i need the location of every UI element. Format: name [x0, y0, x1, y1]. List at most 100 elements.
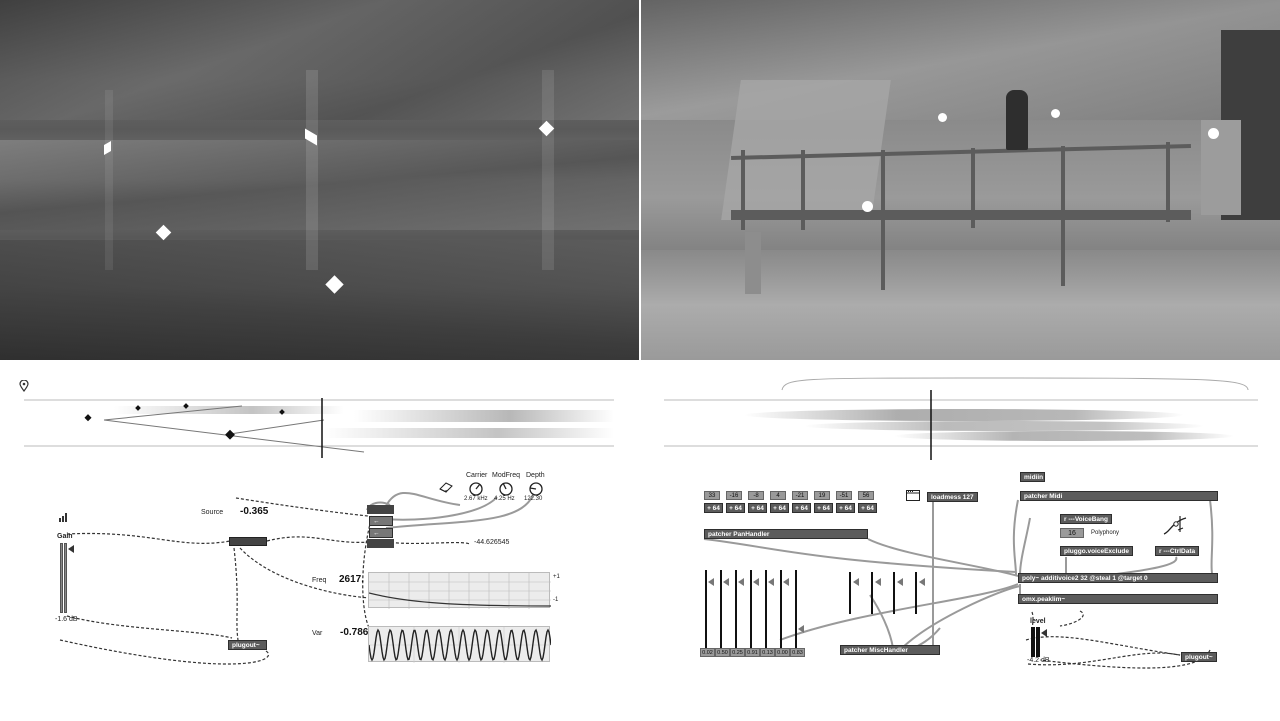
source-label: Source — [201, 509, 224, 516]
slider-value-4[interactable]: 0.91 — [745, 648, 760, 657]
knob-carrier-label: Carrier — [466, 472, 488, 479]
operator-object-1[interactable] — [367, 505, 394, 514]
slider-value-7[interactable]: 0.83 — [790, 648, 805, 657]
knob-depth-value: 122.30 — [524, 496, 543, 502]
misc-slider-1[interactable] — [849, 572, 851, 614]
gain-meter-left[interactable] — [60, 543, 63, 613]
level-slider-handle[interactable] — [1041, 629, 1047, 637]
patcher-midi-object[interactable]: patcher Midi — [1020, 491, 1218, 501]
partial-slider-1[interactable] — [705, 570, 707, 648]
light-marker — [1208, 128, 1219, 139]
offset-number-4[interactable]: 4 — [770, 491, 786, 500]
slider-handle[interactable] — [753, 578, 759, 586]
light-marker — [862, 201, 873, 212]
waveform-scope[interactable] — [368, 626, 551, 663]
misc-handler-object[interactable]: patcher MiscHandler — [840, 645, 940, 655]
offset-number-8[interactable]: 56 — [858, 491, 874, 500]
left-timeline[interactable] — [24, 398, 614, 460]
operator-object-2[interactable]: ← — [369, 516, 393, 526]
level-meter-left[interactable] — [1031, 627, 1035, 657]
operator-object-4[interactable] — [367, 539, 394, 548]
midiin-object[interactable]: midiin — [1020, 472, 1045, 482]
gain-db-value: -1.6 dB — [55, 616, 78, 623]
offset-number-3[interactable]: -8 — [748, 491, 764, 500]
slider-value-1[interactable]: 0.02 — [700, 648, 715, 657]
slider-handle[interactable] — [875, 578, 881, 586]
add-object-4[interactable]: + 64 — [770, 503, 789, 513]
add-object-1[interactable]: + 64 — [704, 503, 723, 513]
voicebang-receive-object[interactable]: r ---VoiceBang — [1060, 514, 1112, 524]
poly-object[interactable]: poly~ additivoice2 32 @steal 1 @target 0 — [1018, 573, 1218, 583]
slider-value-6[interactable]: 0.00 — [775, 648, 790, 657]
misc-slider-2[interactable] — [871, 572, 873, 614]
offset-number-7[interactable]: -51 — [836, 491, 852, 500]
add-object-3[interactable]: + 64 — [748, 503, 767, 513]
offset-number-2[interactable]: -16 — [726, 491, 742, 500]
left-plugout-object[interactable]: plugout~ — [228, 640, 267, 650]
slider-value-3[interactable]: 0.25 — [730, 648, 745, 657]
polyphony-label: Polyphony — [1091, 530, 1120, 536]
peaklim-object[interactable]: omx.peaklim~ — [1018, 594, 1218, 604]
slider-handle[interactable] — [783, 578, 789, 586]
slider-handle[interactable] — [897, 578, 903, 586]
photo-rock-landscape — [0, 0, 639, 360]
window-icon[interactable] — [906, 490, 920, 501]
partial-slider-5[interactable] — [765, 570, 767, 648]
add-object-5[interactable]: + 64 — [792, 503, 811, 513]
gain-slider-handle[interactable] — [68, 545, 74, 553]
misc-sliders — [845, 572, 935, 622]
right-timeline[interactable] — [664, 374, 1258, 462]
knob-modfreq[interactable]: ModFreq 4.25 Hz — [492, 472, 520, 504]
add-object-7[interactable]: + 64 — [836, 503, 855, 513]
partial-slider-4[interactable] — [750, 570, 752, 648]
slider-handle[interactable] — [768, 578, 774, 586]
knob-depth[interactable]: Depth 122.30 — [522, 472, 550, 504]
slider-handle[interactable] — [798, 625, 804, 633]
level-meter-right[interactable] — [1036, 627, 1040, 657]
offset-number-5[interactable]: -21 — [792, 491, 808, 500]
light-marker — [1051, 109, 1060, 118]
offset-numbers: 33 -16 -8 4 -21 19 -51 56 + 64 + 64 + 64… — [704, 491, 877, 517]
curve-editor-icon[interactable] — [1162, 514, 1188, 536]
frequency-plot[interactable] — [368, 572, 551, 609]
ctrldata-receive-object[interactable]: r ---CtrlData — [1155, 546, 1199, 556]
eraser-icon[interactable] — [438, 481, 454, 493]
gain-object[interactable] — [229, 537, 267, 546]
knob-carrier-value: 2.67 kHz — [464, 496, 488, 502]
knob-carrier[interactable]: Carrier 2.67 kHz — [462, 472, 490, 504]
add-object-2[interactable]: + 64 — [726, 503, 745, 513]
freq-label: Freq — [312, 577, 327, 584]
partial-slider-6[interactable] — [780, 570, 782, 648]
misc-slider-3[interactable] — [893, 572, 895, 614]
offset-number-6[interactable]: 19 — [814, 491, 830, 500]
partial-slider-2[interactable] — [720, 570, 722, 648]
slider-handle[interactable] — [708, 578, 714, 586]
slider-handle[interactable] — [853, 578, 859, 586]
level-label: level — [1030, 618, 1046, 625]
slider-value-2[interactable]: 0.50 — [715, 648, 730, 657]
location-pin-icon[interactable] — [19, 380, 29, 392]
loadmess-object[interactable]: loadmess 127 — [927, 492, 978, 502]
slider-handle[interactable] — [919, 578, 925, 586]
partial-slider-7[interactable] — [795, 570, 797, 648]
partial-slider-3[interactable] — [735, 570, 737, 648]
offset-number-1[interactable]: 33 — [704, 491, 720, 500]
level-db-value: -4.2 dB — [1027, 657, 1050, 664]
right-plugout-object[interactable]: plugout~ — [1181, 652, 1217, 662]
add-object-6[interactable]: + 64 — [814, 503, 833, 513]
pan-handler-object[interactable]: patcher PanHandler — [704, 529, 868, 539]
freq-value[interactable]: 2617. — [339, 574, 365, 585]
slider-value-5[interactable]: 0.13 — [760, 648, 775, 657]
add-object-8[interactable]: + 64 — [858, 503, 877, 513]
gain-meter-right[interactable] — [64, 543, 67, 613]
voice-exclude-object[interactable]: pluggo.voiceExclude — [1060, 546, 1133, 556]
polyphony-number[interactable]: 16 — [1060, 528, 1084, 538]
var-value[interactable]: -0.786 — [340, 627, 369, 638]
signal-bars-icon — [59, 513, 69, 522]
misc-slider-4[interactable] — [915, 572, 917, 614]
slider-handle[interactable] — [723, 578, 729, 586]
photo-bridge-scene — [641, 0, 1280, 360]
operator-object-3[interactable]: ← — [369, 528, 393, 538]
slider-handle[interactable] — [738, 578, 744, 586]
source-value[interactable]: -0.365 — [240, 506, 269, 517]
